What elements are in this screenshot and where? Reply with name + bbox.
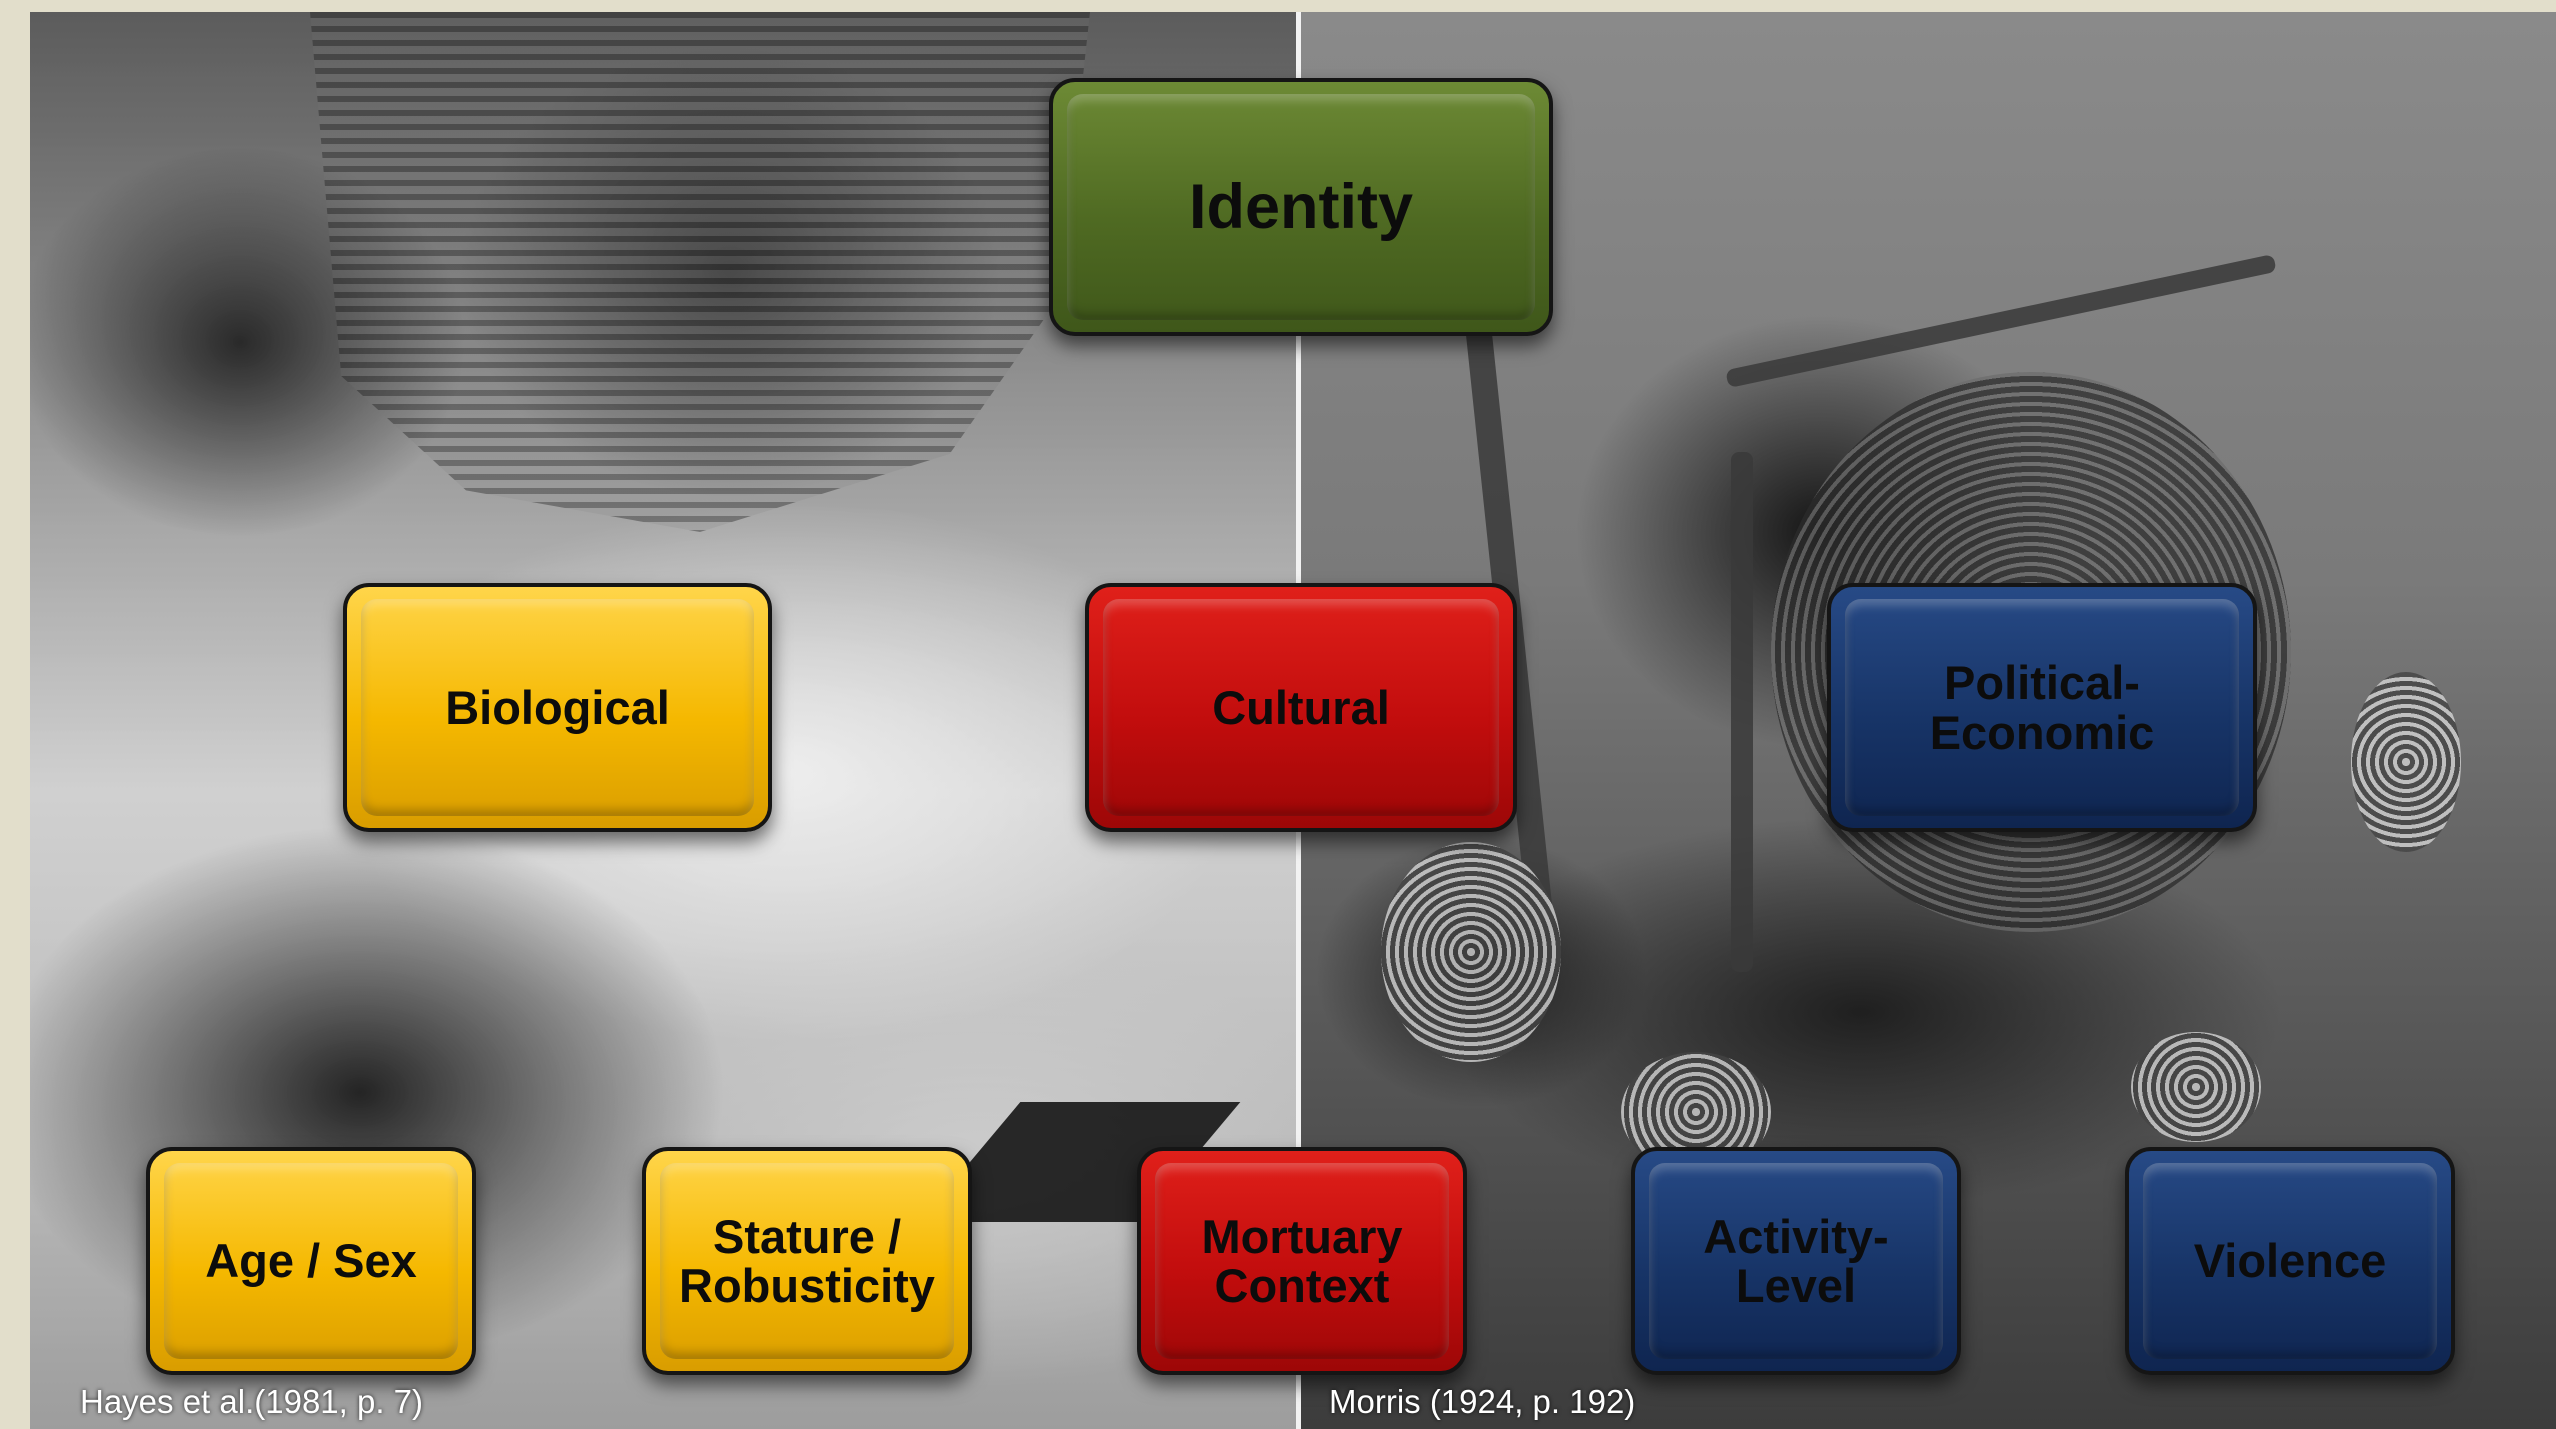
- activity-line-1: Activity-: [1703, 1210, 1888, 1263]
- stature-line-2: Robusticity: [679, 1259, 935, 1312]
- violence-label: Violence: [2194, 1236, 2386, 1285]
- biological-label: Biological: [445, 683, 670, 732]
- standing-person: [550, 932, 620, 1262]
- left-photo-caption: Hayes et al.(1981, p. 7): [80, 1383, 423, 1421]
- activity-level-label: Activity- Level: [1703, 1212, 1888, 1311]
- pole-middle: [1731, 452, 1753, 972]
- age-sex-box: Age / Sex: [146, 1147, 476, 1375]
- activity-level-box: Activity- Level: [1631, 1147, 1961, 1375]
- cliff-wall: [310, 12, 1090, 532]
- pottery-bowl: [2131, 1032, 2261, 1142]
- political-economic-line-1: Political-: [1944, 656, 2140, 709]
- mortuary-context-label: Mortuary Context: [1201, 1212, 1402, 1311]
- stature-line-1: Stature /: [713, 1210, 901, 1263]
- identity-box: Identity: [1049, 78, 1553, 336]
- mortuary-line-1: Mortuary: [1201, 1210, 1402, 1263]
- cultural-box: Cultural: [1085, 583, 1517, 832]
- stature-robusticity-box: Stature / Robusticity: [642, 1147, 972, 1375]
- pottery-bowl: [1381, 842, 1561, 1062]
- identity-label: Identity: [1189, 174, 1413, 240]
- political-economic-label: Political- Economic: [1930, 658, 2155, 757]
- pottery-jar: [2351, 672, 2461, 852]
- stature-robusticity-label: Stature / Robusticity: [679, 1212, 935, 1311]
- violence-box: Violence: [2125, 1147, 2455, 1375]
- mortuary-context-box: Mortuary Context: [1137, 1147, 1467, 1375]
- biological-box: Biological: [343, 583, 772, 832]
- right-photo-caption: Morris (1924, p. 192): [1329, 1383, 1635, 1421]
- cultural-label: Cultural: [1212, 683, 1390, 732]
- activity-line-2: Level: [1736, 1259, 1856, 1312]
- pole-top: [1725, 254, 2277, 388]
- mortuary-line-2: Context: [1215, 1259, 1390, 1312]
- age-sex-label: Age / Sex: [205, 1236, 417, 1285]
- slide: Identity Biological Cultural Political- …: [30, 12, 2556, 1429]
- political-economic-line-2: Economic: [1930, 706, 2155, 759]
- political-economic-box: Political- Economic: [1827, 583, 2257, 832]
